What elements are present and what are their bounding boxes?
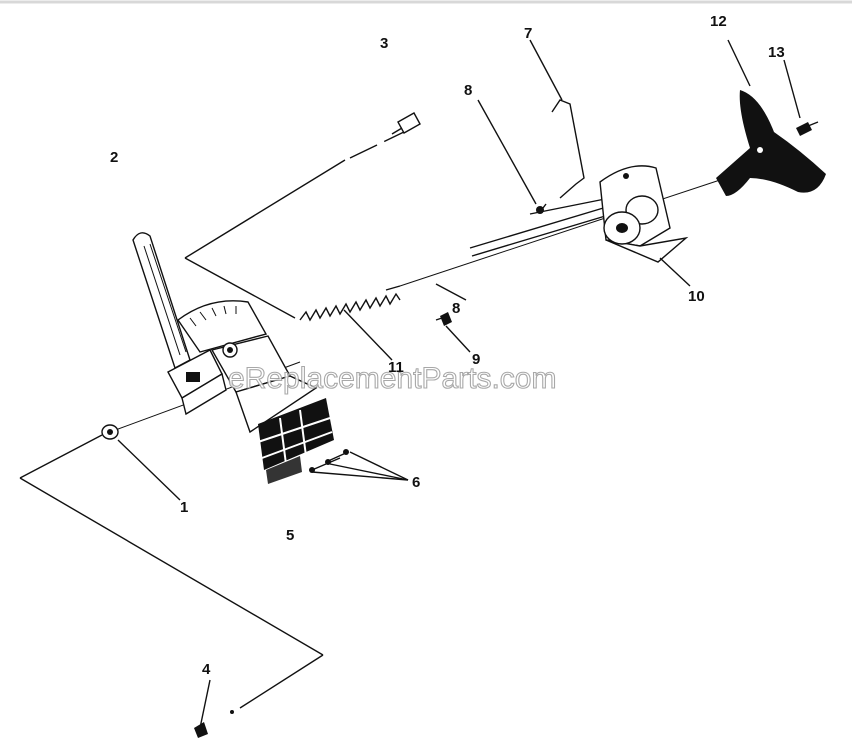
pivot-bracket: [167, 349, 227, 416]
callout-8-lower: 8: [452, 300, 460, 317]
wire-clip-part-7: [529, 39, 585, 213]
callout-7: 7: [524, 25, 532, 42]
pin-part-8-upper: [477, 99, 544, 214]
screw-part-13: [783, 59, 819, 136]
crank-housing-part-10: [599, 165, 691, 287]
pin-part-8-lower: [435, 283, 471, 353]
screw-part-4: [194, 679, 234, 738]
bolt-part-3: [391, 112, 421, 135]
watermark: eReplacementParts.com: [228, 362, 556, 395]
wheel-tread-part-5: [257, 398, 334, 484]
knob-part-12: [716, 39, 826, 196]
callout-11: 11: [388, 359, 404, 376]
callout-4: 4: [202, 661, 211, 678]
sector-plate: [177, 300, 268, 353]
mounting-plate: [210, 335, 318, 434]
callout-2: 2: [110, 149, 118, 166]
callout-10: 10: [688, 288, 705, 305]
callout-12: 12: [710, 13, 727, 30]
callout-5: 5: [286, 527, 294, 544]
screws-part-6: [309, 449, 409, 481]
height-lever-part-2: [132, 232, 191, 370]
callout-8-upper: 8: [464, 82, 472, 99]
nut-part-1: [101, 424, 181, 501]
bolt-3-explode-line: [184, 129, 409, 319]
callout-13: 13: [768, 44, 785, 61]
callout-6: 6: [412, 474, 420, 491]
callout-3: 3: [380, 35, 388, 52]
part-4-explode-line: [19, 434, 324, 709]
spring-part-11: [299, 285, 401, 361]
callout-1: 1: [180, 499, 188, 516]
callout-9: 9: [472, 351, 480, 368]
